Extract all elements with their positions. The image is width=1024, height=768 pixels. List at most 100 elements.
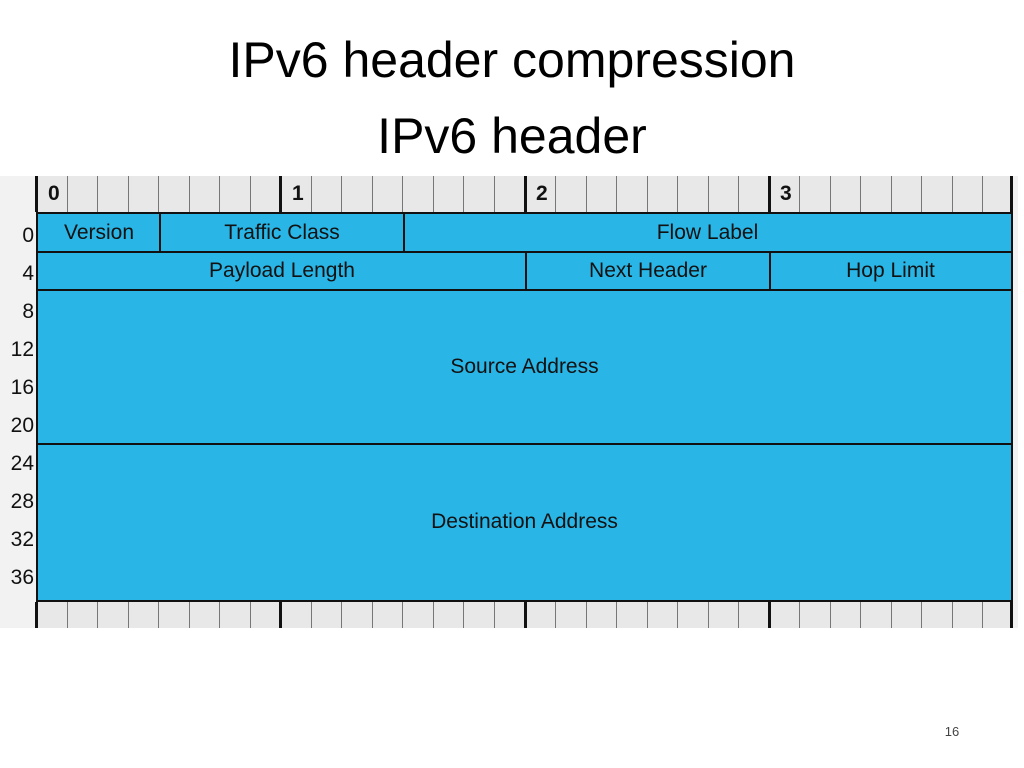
bit-tick	[555, 602, 556, 628]
bit-tick	[982, 176, 983, 212]
byte-label-1: 1	[292, 182, 304, 205]
bit-tick	[494, 176, 495, 212]
field-version: Version	[63, 221, 135, 244]
bit-tick	[250, 176, 251, 212]
bit-tick	[372, 176, 373, 212]
bit-tick	[402, 602, 403, 628]
offset-label: 4	[22, 262, 34, 285]
field-flow-label: Flow Label	[656, 221, 759, 244]
bit-tick	[189, 176, 190, 212]
byte-label-3: 3	[780, 182, 792, 205]
offset-label: 20	[10, 414, 34, 437]
offset-label: 24	[10, 452, 34, 475]
bit-tick	[891, 176, 892, 212]
offset-label: 0	[22, 224, 34, 247]
byte-label-0: 0	[48, 182, 60, 205]
byte-boundary-tick	[768, 602, 771, 628]
byte-boundary-tick	[1010, 602, 1013, 628]
bit-tick	[708, 176, 709, 212]
bit-tick	[799, 176, 800, 212]
offset-label: 36	[10, 566, 34, 589]
bit-tick	[738, 176, 739, 212]
bit-tick	[860, 602, 861, 628]
bit-tick	[219, 602, 220, 628]
bit-tick	[830, 602, 831, 628]
offset-label: 16	[10, 376, 34, 399]
bit-tick	[433, 176, 434, 212]
bit-tick	[647, 602, 648, 628]
bit-tick	[219, 176, 220, 212]
page-number: 16	[944, 724, 960, 739]
byte-boundary-tick	[35, 176, 38, 212]
offset-label: 28	[10, 490, 34, 513]
bit-tick	[97, 176, 98, 212]
bit-tick	[738, 602, 739, 628]
offset-label: 8	[22, 300, 34, 323]
bit-tick	[158, 602, 159, 628]
bit-tick	[952, 176, 953, 212]
ipv6-header-diagram: 0 1 2 3 Version Traffic Class Flow Label…	[0, 176, 1018, 628]
offset-label: 32	[10, 528, 34, 551]
bit-tick	[97, 602, 98, 628]
bit-tick	[341, 602, 342, 628]
byte-boundary-tick	[524, 602, 527, 628]
divider-version-traffic	[159, 214, 161, 252]
bit-tick	[128, 602, 129, 628]
byte-label-2: 2	[536, 182, 548, 205]
bit-tick	[677, 602, 678, 628]
field-traffic-class: Traffic Class	[224, 221, 340, 244]
divider-traffic-flow	[403, 214, 405, 252]
bit-tick	[67, 602, 68, 628]
bit-tick	[189, 602, 190, 628]
bit-tick	[616, 176, 617, 212]
byte-boundary-tick	[279, 176, 282, 212]
field-payload-length: Payload Length	[209, 259, 355, 282]
slide-title: IPv6 header compression	[228, 32, 796, 88]
bit-tick	[463, 602, 464, 628]
divider-next-hop	[769, 252, 771, 290]
bit-ruler-top: 0 1 2 3	[35, 176, 1013, 214]
divider-payload-next	[525, 252, 527, 290]
bit-tick	[586, 602, 587, 628]
byte-boundary-tick	[35, 602, 38, 628]
bit-tick	[341, 176, 342, 212]
row-divider-2	[38, 289, 1011, 291]
bit-tick	[616, 602, 617, 628]
bit-tick	[982, 602, 983, 628]
row-divider-1	[38, 251, 1011, 253]
bit-tick	[433, 602, 434, 628]
bit-tick	[555, 176, 556, 212]
header-fields: Version Traffic Class Flow Label Payload…	[36, 214, 1013, 600]
bit-tick	[921, 176, 922, 212]
byte-boundary-tick	[1010, 176, 1013, 212]
bit-tick	[891, 602, 892, 628]
bit-tick	[708, 602, 709, 628]
bit-tick	[463, 176, 464, 212]
field-next-header: Next Header	[589, 259, 707, 282]
byte-boundary-tick	[279, 602, 282, 628]
bit-tick	[67, 176, 68, 212]
bit-tick	[372, 602, 373, 628]
bit-tick	[860, 176, 861, 212]
bit-tick	[311, 176, 312, 212]
field-hop-limit: Hop Limit	[846, 259, 935, 282]
field-destination-address: Destination Address	[431, 510, 618, 533]
bit-tick	[311, 602, 312, 628]
bit-tick	[647, 176, 648, 212]
bit-tick	[158, 176, 159, 212]
byte-boundary-tick	[768, 176, 771, 212]
slide-subtitle: IPv6 header	[377, 108, 647, 164]
bit-tick	[677, 176, 678, 212]
bit-ruler-bottom	[35, 600, 1013, 628]
field-source-address: Source Address	[450, 355, 599, 378]
bit-tick	[402, 176, 403, 212]
bit-tick	[128, 176, 129, 212]
bit-tick	[830, 176, 831, 212]
bit-tick	[586, 176, 587, 212]
bit-tick	[921, 602, 922, 628]
bit-tick	[952, 602, 953, 628]
bit-tick	[250, 602, 251, 628]
bit-tick	[494, 602, 495, 628]
offset-label: 12	[10, 338, 34, 361]
bit-tick	[799, 602, 800, 628]
